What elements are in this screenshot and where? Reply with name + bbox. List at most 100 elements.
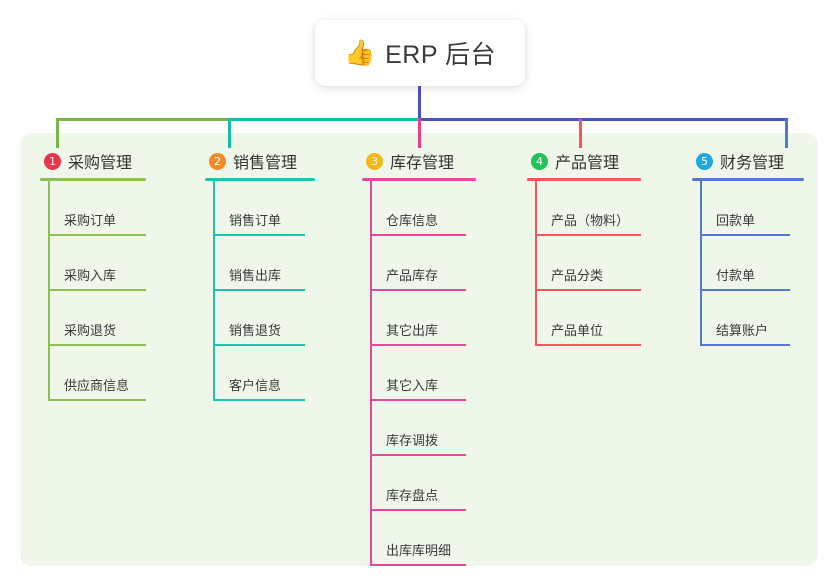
- branch-leaf-list-4: 产品（物料） 产品分类产品单位: [527, 181, 641, 346]
- leaf-underline: [700, 289, 790, 291]
- branch-number-badge: 4: [531, 152, 548, 170]
- leaf-item[interactable]: 采购退货: [40, 291, 146, 346]
- leaf-underline: [370, 234, 466, 236]
- branch-title: 采购管理: [68, 155, 133, 172]
- leaf-item-label: 采购入库: [64, 268, 117, 283]
- leaf-underline: [370, 344, 466, 346]
- branch-title: 库存管理: [390, 155, 455, 172]
- branch-spine: [213, 181, 215, 401]
- leaf-underline: [370, 509, 466, 511]
- branch-number-badge: 1: [44, 152, 61, 170]
- leaf-underline: [370, 454, 466, 456]
- leaf-underline: [535, 234, 641, 236]
- leaf-underline: [370, 399, 466, 401]
- branch-column-4: 4 产品管理产品（物料） 产品分类产品单位: [527, 148, 641, 346]
- branch-underline: [527, 178, 641, 181]
- leaf-item-label: 采购退货: [64, 323, 117, 338]
- leaf-item[interactable]: 产品分类: [527, 236, 641, 291]
- branch-column-1: 1 采购管理采购订单采购入库采购退货供应商信息: [40, 148, 146, 401]
- leaf-item-label: 产品单位: [551, 323, 604, 338]
- leaf-item[interactable]: 其它出库: [362, 291, 476, 346]
- leaf-item[interactable]: 采购入库: [40, 236, 146, 291]
- branch-header-2[interactable]: 2 销售管理: [205, 148, 315, 174]
- leaf-underline: [48, 234, 146, 236]
- branch-underline: [362, 178, 476, 181]
- leaf-item[interactable]: 出库库明细: [362, 511, 476, 566]
- branch-title: 财务管理: [720, 155, 785, 172]
- branch-spine: [535, 181, 537, 346]
- leaf-item[interactable]: 库存调拨: [362, 401, 476, 456]
- branch-header-3[interactable]: 3 库存管理: [362, 148, 476, 174]
- leaf-underline: [700, 234, 790, 236]
- branch-leaf-list-2: 销售订单销售出库销售退货客户信息: [205, 181, 315, 401]
- leaf-item-label: 采购订单: [64, 213, 117, 228]
- leaf-item[interactable]: 回款单: [692, 181, 804, 236]
- leaf-underline: [370, 564, 466, 566]
- leaf-underline: [535, 289, 641, 291]
- leaf-item[interactable]: 产品库存: [362, 236, 476, 291]
- root-node-label: ERP 后台: [385, 41, 497, 69]
- branch-number-badge: 2: [209, 152, 226, 170]
- leaf-item-label: 仓库信息: [386, 213, 439, 228]
- diagram-panel-background: [20, 133, 818, 566]
- branch-title: 产品管理: [555, 155, 620, 172]
- leaf-underline: [370, 289, 466, 291]
- leaf-item[interactable]: 结算账户: [692, 291, 804, 346]
- leaf-item-label: 库存调拨: [386, 433, 439, 448]
- leaf-underline: [213, 289, 305, 291]
- branch-underline: [692, 178, 804, 181]
- leaf-item[interactable]: 库存盘点: [362, 456, 476, 511]
- leaf-underline: [48, 289, 146, 291]
- branch-leaf-list-3: 仓库信息产品库存其它出库其它入库库存调拨库存盘点出库库明细: [362, 181, 476, 566]
- leaf-item-label: 产品（物料）: [551, 213, 630, 228]
- branch-column-3: 3 库存管理仓库信息产品库存其它出库其它入库库存调拨库存盘点出库库明细: [362, 148, 476, 566]
- thumbs-up-icon: 👍: [343, 38, 376, 67]
- leaf-underline: [535, 344, 641, 346]
- root-node-card[interactable]: 👍 ERP 后台: [315, 20, 525, 86]
- branch-underline: [205, 178, 315, 181]
- leaf-underline: [48, 399, 146, 401]
- branch-column-2: 2 销售管理销售订单销售出库销售退货客户信息: [205, 148, 315, 401]
- leaf-underline: [700, 344, 790, 346]
- leaf-item[interactable]: 销售退货: [205, 291, 315, 346]
- branch-spine: [700, 181, 702, 346]
- branch-number-badge: 3: [366, 152, 383, 170]
- leaf-item-label: 客户信息: [229, 378, 282, 393]
- leaf-item[interactable]: 销售订单: [205, 181, 315, 236]
- branch-title: 销售管理: [233, 155, 298, 172]
- branch-spine: [48, 181, 50, 401]
- leaf-underline: [213, 399, 305, 401]
- leaf-item-label: 结算账户: [716, 323, 769, 338]
- branch-header-1[interactable]: 1 采购管理: [40, 148, 146, 174]
- leaf-item-label: 销售退货: [229, 323, 282, 338]
- leaf-item[interactable]: 销售出库: [205, 236, 315, 291]
- branch-underline: [40, 178, 146, 181]
- leaf-item-label: 产品分类: [551, 268, 604, 283]
- branch-spine: [370, 181, 372, 566]
- leaf-item[interactable]: 采购订单: [40, 181, 146, 236]
- leaf-underline: [48, 344, 146, 346]
- leaf-item-label: 其它入库: [386, 378, 439, 393]
- leaf-item-label: 库存盘点: [386, 488, 439, 503]
- leaf-item-label: 回款单: [716, 213, 756, 228]
- branch-header-4[interactable]: 4 产品管理: [527, 148, 641, 174]
- leaf-item-label: 其它出库: [386, 323, 439, 338]
- leaf-item[interactable]: 仓库信息: [362, 181, 476, 236]
- leaf-item[interactable]: 其它入库: [362, 346, 476, 401]
- branch-leaf-list-5: 回款单付款单结算账户: [692, 181, 804, 346]
- leaf-item[interactable]: 客户信息: [205, 346, 315, 401]
- leaf-item-label: 出库库明细: [386, 543, 452, 558]
- leaf-item-label: 销售出库: [229, 268, 282, 283]
- leaf-underline: [213, 344, 305, 346]
- branch-leaf-list-1: 采购订单采购入库采购退货供应商信息: [40, 181, 146, 401]
- leaf-item[interactable]: 付款单: [692, 236, 804, 291]
- leaf-item[interactable]: 供应商信息: [40, 346, 146, 401]
- leaf-item[interactable]: 产品（物料）: [527, 181, 641, 236]
- leaf-item[interactable]: 产品单位: [527, 291, 641, 346]
- leaf-underline: [213, 234, 305, 236]
- leaf-item-label: 销售订单: [229, 213, 282, 228]
- leaf-item-label: 供应商信息: [64, 378, 130, 393]
